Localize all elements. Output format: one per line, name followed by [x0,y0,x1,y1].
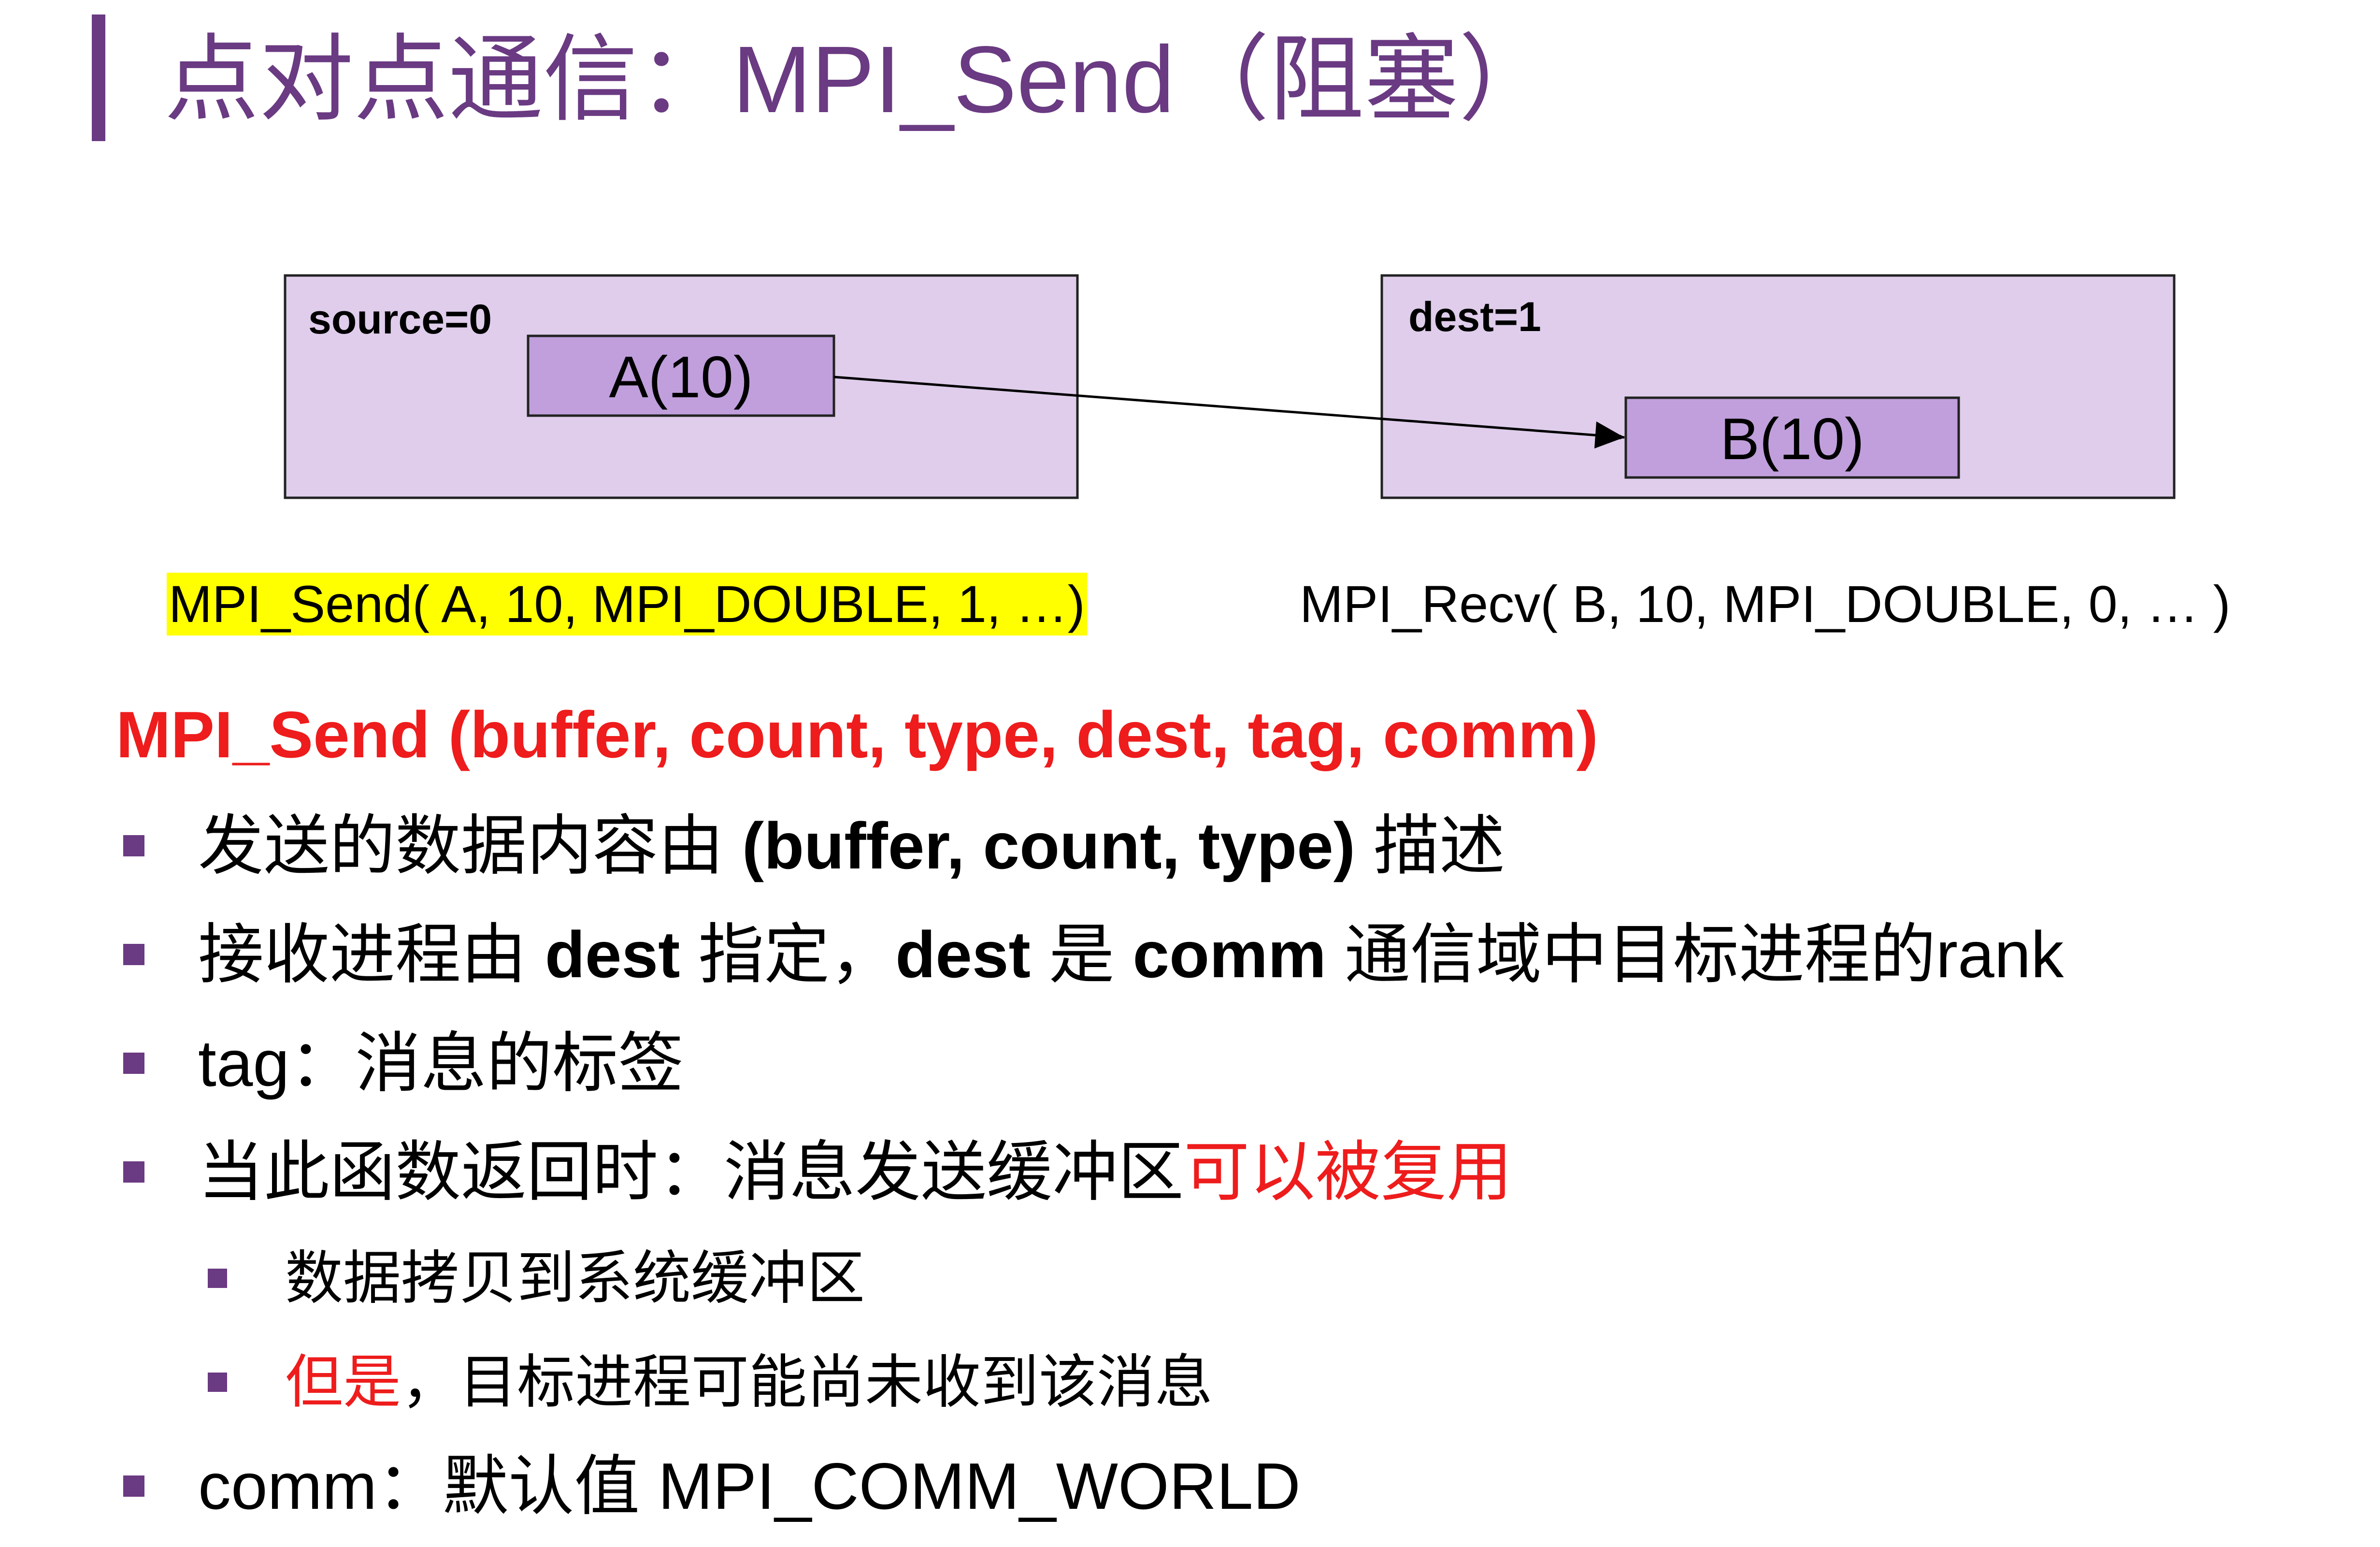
bullet-text: 发送的数据内容由 [198,809,742,882]
bullet-emphasis-text: 可以被复用 [1184,1135,1512,1209]
bullet-bold-text: (buffer, count, type) [742,809,1356,882]
send-buffer-box [527,334,835,417]
bullet-text: 当此函数返回时：消息发送缓冲区 [198,1135,1184,1209]
bullet-text: 接收进程由 [198,918,545,991]
bullet-square-icon [208,1373,227,1392]
send-recv-diagram: source=0 dest=1 A(10) B(10) [284,274,2176,499]
bullet-text: 指定， [680,918,896,991]
send-buffer-label: A(10) [609,344,753,410]
recv-call-example: MPI_Recv( B, 10, MPI_DOUBLE, 0, … ) [1300,575,2231,633]
bullet-text: 通信域中目标进程的rank [1326,918,2064,991]
bullet-text: 数据拷贝到系统缓冲区 [285,1246,865,1311]
source-label: source=0 [308,296,492,343]
bullet-emphasis-text: 但是 [285,1350,401,1415]
bullet-bold-text: dest [895,918,1031,991]
recv-buffer-box [1624,396,1960,479]
bullet-text: tag：消息的标签 [198,1027,684,1100]
bullet-text: 是 [1030,918,1133,991]
function-signature: MPI_Send (buffer, count, type, dest, tag… [116,698,1598,771]
dest-label: dest=1 [1408,294,1541,340]
bullet-text: 描述 [1355,809,1505,882]
bullet-text: ，目标进程可能尚未收到该消息 [401,1350,1213,1415]
bullet-square-icon [123,835,144,856]
bullet-square-icon [123,1161,144,1183]
message-arrow [833,376,1625,440]
bullet-text: comm：默认值 MPI_COMM_WORLD [198,1449,1301,1523]
bullet-bold-text: dest [545,918,680,991]
bullet-square-icon [123,1475,144,1497]
arrow-head [1594,421,1624,448]
send-call-example: MPI_Send( A, 10, MPI_DOUBLE, 1, …) [167,573,1087,636]
bullet-bold-text: comm [1133,918,1327,991]
bullet-square-icon [123,1053,144,1074]
bullet-square-icon [208,1269,227,1288]
bullet-square-icon [123,944,144,965]
page-title: 点对点通信：MPI_Send（阻塞） [164,27,1554,132]
recv-buffer-label: B(10) [1720,406,1864,472]
title-accent-bar [92,14,105,141]
